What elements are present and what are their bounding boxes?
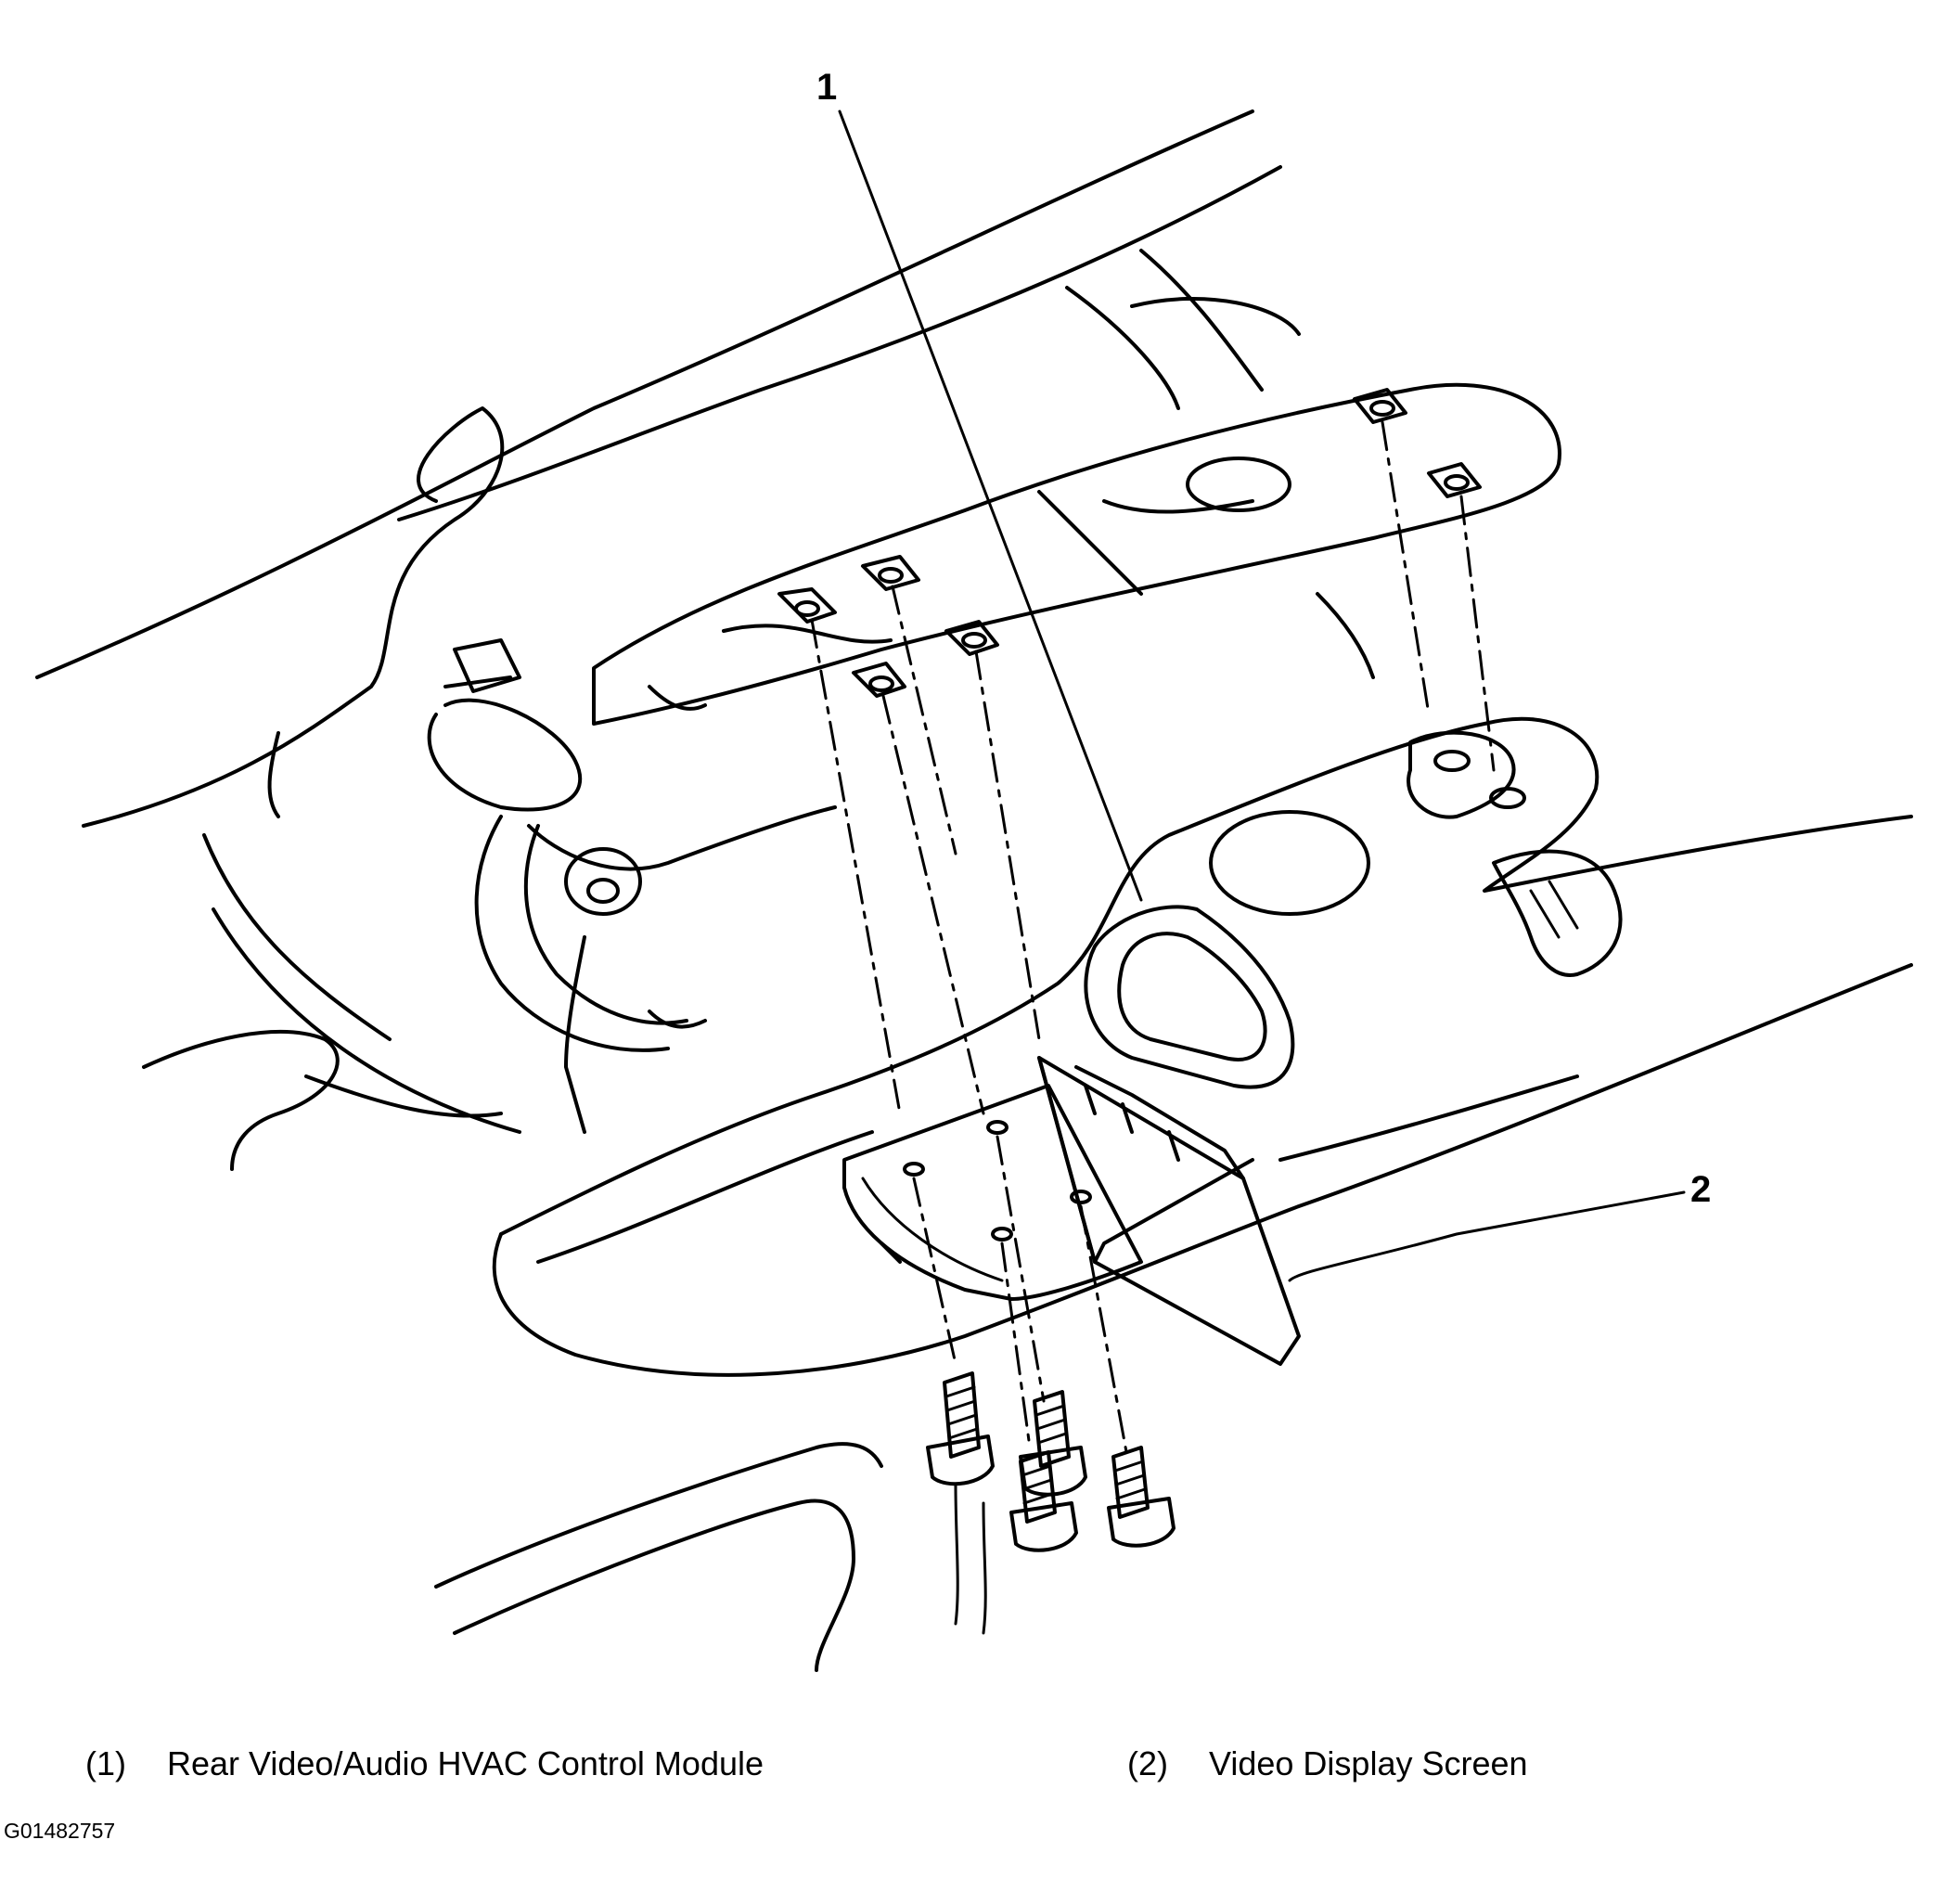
bolt xyxy=(1009,1450,1078,1552)
legend-number: (2) xyxy=(1127,1744,1168,1782)
callout-2-leader xyxy=(1288,1190,1686,1282)
bolt xyxy=(926,1371,995,1486)
mounting-plate xyxy=(842,1084,1143,1301)
roof-headliner-outline xyxy=(35,109,1301,1171)
legend-item-2: (2) Video Display Screen xyxy=(1127,1744,1528,1783)
callout-1-leader xyxy=(838,109,1143,902)
wiring-harness xyxy=(427,638,837,1134)
bolt xyxy=(1107,1446,1176,1548)
mounting-bolts xyxy=(926,1371,1176,1552)
lower-console-module xyxy=(492,716,1913,1377)
legend-label: Video Display Screen xyxy=(1209,1744,1528,1782)
legend-item-1: (1) Rear Video/Audio HVAC Control Module xyxy=(85,1744,764,1783)
legend-number: (1) xyxy=(85,1744,126,1782)
legend-label: Rear Video/Audio HVAC Control Module xyxy=(167,1744,764,1782)
callout-1-number: 1 xyxy=(816,67,838,108)
alignment-lines xyxy=(810,420,1496,1459)
figure-id: G01482757 xyxy=(4,1819,116,1843)
callout-2-number: 2 xyxy=(1690,1169,1712,1210)
bolt xyxy=(1019,1390,1087,1497)
video-display-screen xyxy=(1037,1056,1301,1366)
upper-console-housing xyxy=(592,382,1561,726)
lower-frame-outline xyxy=(434,1442,987,1672)
